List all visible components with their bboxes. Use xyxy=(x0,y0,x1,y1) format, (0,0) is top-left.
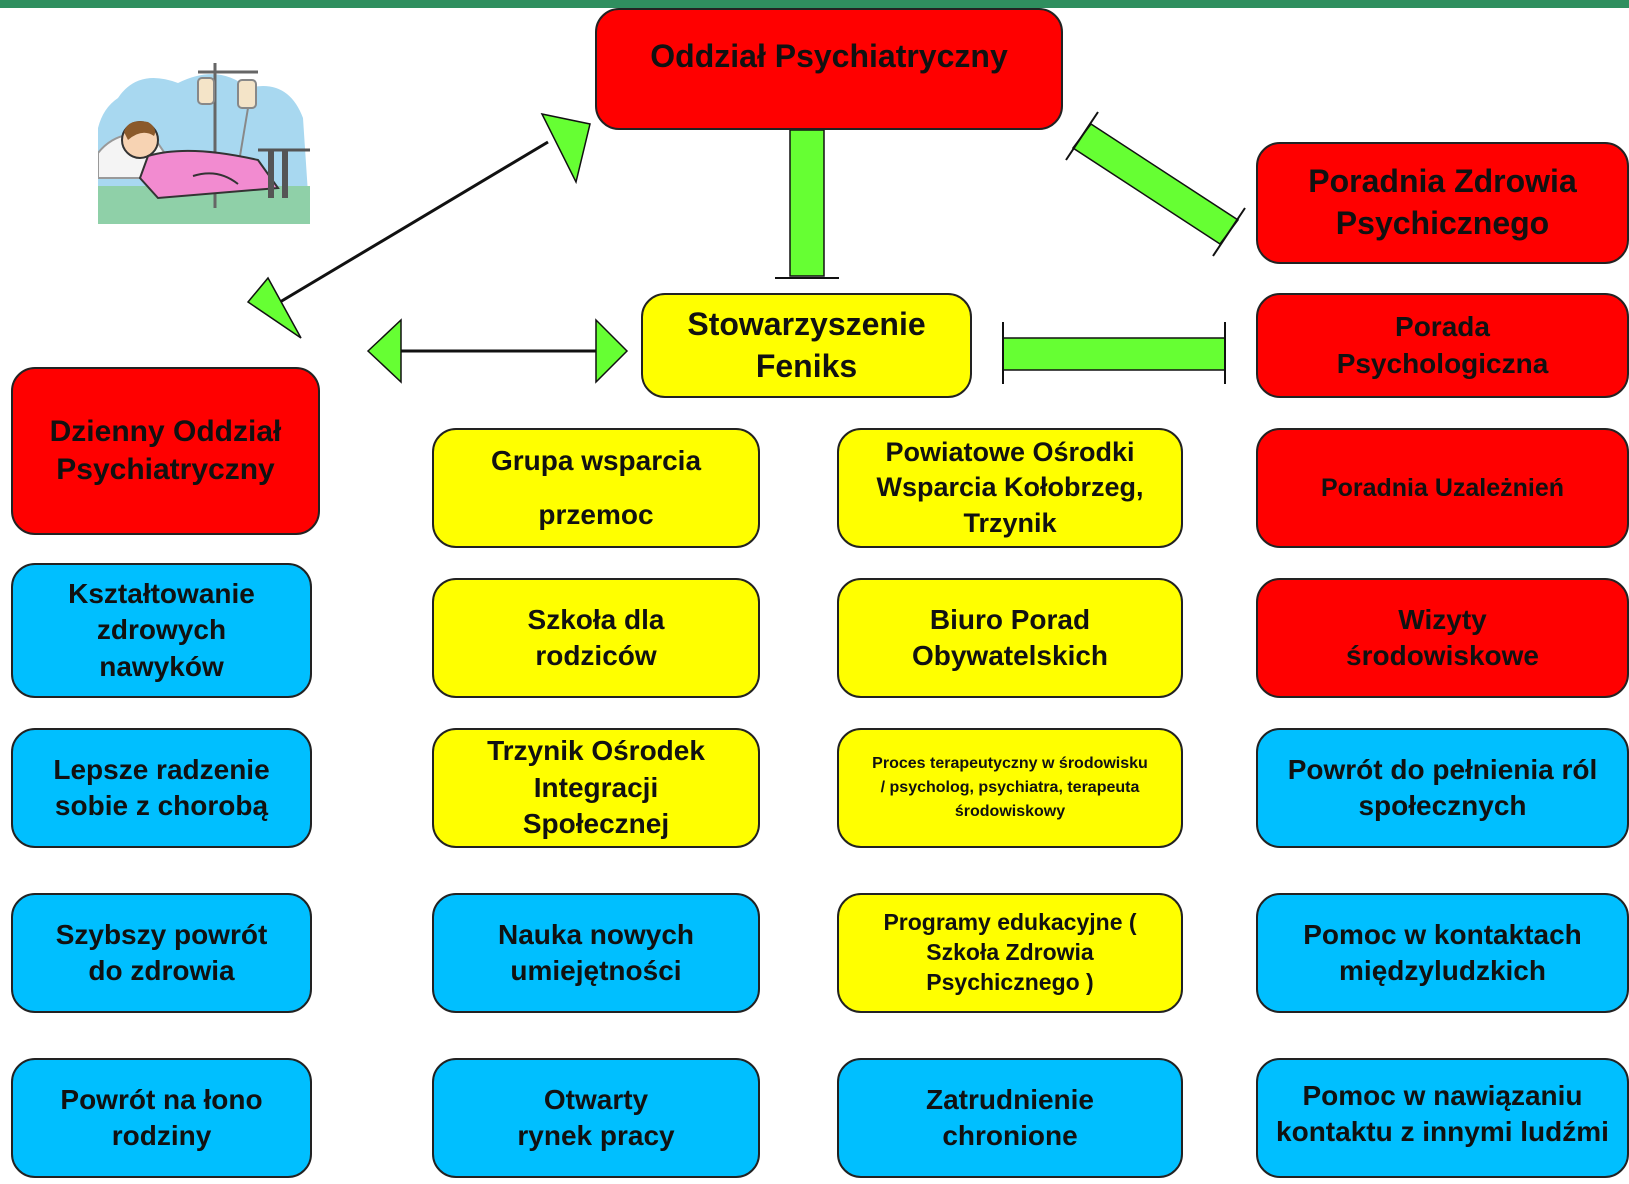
node-poradnia-zdrowia: Poradnia Zdrowia Psychicznego xyxy=(1256,142,1629,264)
node-label: Kształtowanie zdrowych nawyków xyxy=(68,577,255,682)
node-label: Biuro Porad Obywatelskich xyxy=(911,603,1109,671)
node-powrot-lono: Powrót na łono rodziny xyxy=(11,1058,312,1178)
node-label: Szkoła dla rodziców xyxy=(527,603,665,671)
node-label: Nauka nowych umiejętności xyxy=(497,918,695,986)
node-label: Powrót do pełnienia ról społecznych xyxy=(1287,753,1598,821)
node-label: Trzynik Ośrodek Integracji Społecznej xyxy=(487,735,705,840)
node-label: Stowarzyszenie Feniks xyxy=(687,305,926,384)
node-label: Zatrudnienie chronione xyxy=(925,1083,1094,1151)
node-label: Dzienny Oddział Psychiatryczny xyxy=(49,414,282,486)
node-powiatowe-osrodki: Powiatowe Ośrodki Wsparcia Kołobrzeg, Tr… xyxy=(837,428,1183,548)
arrow-dzienny-to-stowarzyszenie xyxy=(366,318,629,384)
node-biuro-porad: Biuro Porad Obywatelskich xyxy=(837,578,1183,698)
node-label: Szybszy powrót do zdrowia xyxy=(55,918,268,986)
node-proces-terapeutyczny: Proces terapeutyczny w środowisku / psyc… xyxy=(837,728,1183,848)
node-nauka-umiejetnosci: Nauka nowych umiejętności xyxy=(432,893,760,1013)
node-grupa-wsparcia: Grupa wsparcia przemoc xyxy=(432,428,760,548)
node-label: Lepsze radzenie sobie z chorobą xyxy=(53,753,270,821)
node-label: Poradnia Zdrowia Psychicznego xyxy=(1308,163,1577,241)
node-powrot-rol: Powrót do pełnienia ról społecznych xyxy=(1256,728,1629,848)
node-label: Porada Psychologiczna xyxy=(1336,311,1549,379)
bar-oddzial-to-stowarzyszenie xyxy=(775,127,839,279)
arrow-dzienny-to-oddzial xyxy=(246,112,591,339)
header-bar xyxy=(0,0,1629,8)
node-label: Powiatowe Ośrodki Wsparcia Kołobrzeg, Tr… xyxy=(876,437,1144,538)
node-zatrudnienie-chronione: Zatrudnienie chronione xyxy=(837,1058,1183,1178)
node-programy-edukacyjne: Programy edukacyjne ( Szkoła Zdrowia Psy… xyxy=(837,893,1183,1013)
node-stowarzyszenie-feniks: Stowarzyszenie Feniks xyxy=(641,293,972,398)
node-label: Otwarty rynek pracy xyxy=(517,1083,675,1151)
node-szybszy-powrot: Szybszy powrót do zdrowia xyxy=(11,893,312,1013)
node-label-line2: przemoc xyxy=(538,499,654,530)
node-trzynik-osrodek: Trzynik Ośrodek Integracji Społecznej xyxy=(432,728,760,848)
node-label-line1: Grupa wsparcia xyxy=(490,444,702,476)
node-label: Programy edukacyjne ( Szkoła Zdrowia Psy… xyxy=(883,909,1137,995)
node-oddzial-psychiatryczny: Oddział Psychiatryczny xyxy=(595,8,1063,130)
node-otwarty-rynek: Otwarty rynek pracy xyxy=(432,1058,760,1178)
node-pomoc-nawiazaniu: Pomoc w nawiązaniu kontaktu z innymi lud… xyxy=(1256,1058,1629,1178)
node-poradnia-uzaleznien: Poradnia Uzależnień xyxy=(1256,428,1629,548)
node-label: Wizyty środowiskowe xyxy=(1346,603,1539,671)
bar-stowarzyszenie-to-porada xyxy=(1002,322,1226,384)
node-wizyty-srodowiskowe: Wizyty środowiskowe xyxy=(1256,578,1629,698)
node-dzienny-oddzial: Dzienny Oddział Psychiatryczny xyxy=(11,367,320,535)
node-label: Poradnia Uzależnień xyxy=(1320,473,1565,502)
bar-oddzial-to-poradnia xyxy=(1065,111,1246,257)
node-label: Pomoc w kontaktach międzyludzkich xyxy=(1303,918,1582,986)
node-label: Oddział Psychiatryczny xyxy=(650,38,1008,74)
node-label: Proces terapeutyczny w środowisku / psyc… xyxy=(872,755,1148,820)
node-lepsze-radzenie: Lepsze radzenie sobie z chorobą xyxy=(11,728,312,848)
node-label: Pomoc w nawiązaniu kontaktu z innymi lud… xyxy=(1276,1080,1609,1148)
node-ksztaltowanie: Kształtowanie zdrowych nawyków xyxy=(11,563,312,698)
node-label: Powrót na łono rodziny xyxy=(60,1083,263,1151)
node-szkola-rodzicow: Szkoła dla rodziców xyxy=(432,578,760,698)
node-porada-psychologiczna: Porada Psychologiczna xyxy=(1256,293,1629,398)
patient-in-hospital-bed-icon xyxy=(98,63,310,224)
node-pomoc-kontaktach: Pomoc w kontaktach międzyludzkich xyxy=(1256,893,1629,1013)
